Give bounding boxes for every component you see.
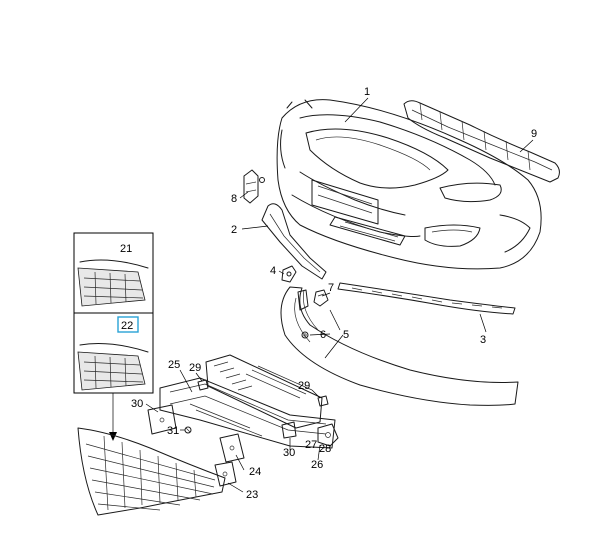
callout-31: 31 [167, 425, 179, 437]
callout-2: 2 [231, 224, 237, 236]
carrier-bracket-right[interactable] [281, 421, 297, 439]
lower-bumper-panel[interactable] [280, 286, 519, 406]
carrier-bracket-left[interactable] [147, 404, 177, 435]
callout-30-left: 30 [131, 398, 143, 410]
lower-grille[interactable] [77, 427, 226, 516]
callout-5: 5 [343, 329, 349, 341]
callout-6: 6 [320, 329, 326, 341]
callout-29-right: 29 [298, 380, 310, 392]
callout-30-right: 30 [283, 447, 295, 459]
callout-23: 23 [246, 489, 258, 501]
callout-26: 26 [311, 459, 323, 471]
leader-lines [145, 97, 534, 493]
pointer-arrow [109, 393, 117, 441]
callout-21: 21 [120, 243, 132, 255]
impact-absorber[interactable] [403, 100, 560, 183]
callout-labels: 1 9 8 2 4 7 6 5 3 21 22 25 29 30 31 29 3… [120, 86, 537, 501]
callout-24: 24 [249, 466, 261, 478]
callout-29-upper: 29 [189, 362, 201, 374]
highlight-box-22 [117, 316, 139, 333]
grille-insert-plate[interactable] [214, 461, 237, 487]
clip-upper[interactable] [197, 379, 209, 391]
retaining-clip[interactable] [281, 265, 297, 283]
callout-1: 1 [364, 86, 370, 98]
grille-bracket[interactable] [219, 433, 245, 463]
callout-8: 8 [231, 193, 237, 205]
tow-eye-cover[interactable] [317, 423, 339, 447]
callout-3: 3 [480, 334, 486, 346]
callout-25: 25 [168, 359, 180, 371]
callout-22: 22 [121, 320, 133, 332]
grille-carrier[interactable] [159, 354, 336, 449]
callout-28: 28 [319, 443, 331, 455]
mount-bracket[interactable] [313, 289, 329, 307]
fastener-nut[interactable] [301, 331, 309, 339]
callout-7: 7 [328, 282, 334, 294]
screw[interactable] [184, 426, 192, 434]
lower-spoiler[interactable] [337, 282, 516, 315]
inset-panel-upper [73, 232, 154, 314]
callout-4: 4 [270, 265, 276, 277]
clip-right[interactable] [317, 395, 329, 407]
callout-27: 27 [305, 439, 317, 451]
inset-panel-lower [73, 312, 154, 394]
front-bumper-cover[interactable] [276, 99, 542, 270]
upper-trim-strip[interactable] [261, 203, 327, 280]
callout-9: 9 [531, 128, 537, 140]
side-bracket[interactable] [243, 169, 265, 204]
